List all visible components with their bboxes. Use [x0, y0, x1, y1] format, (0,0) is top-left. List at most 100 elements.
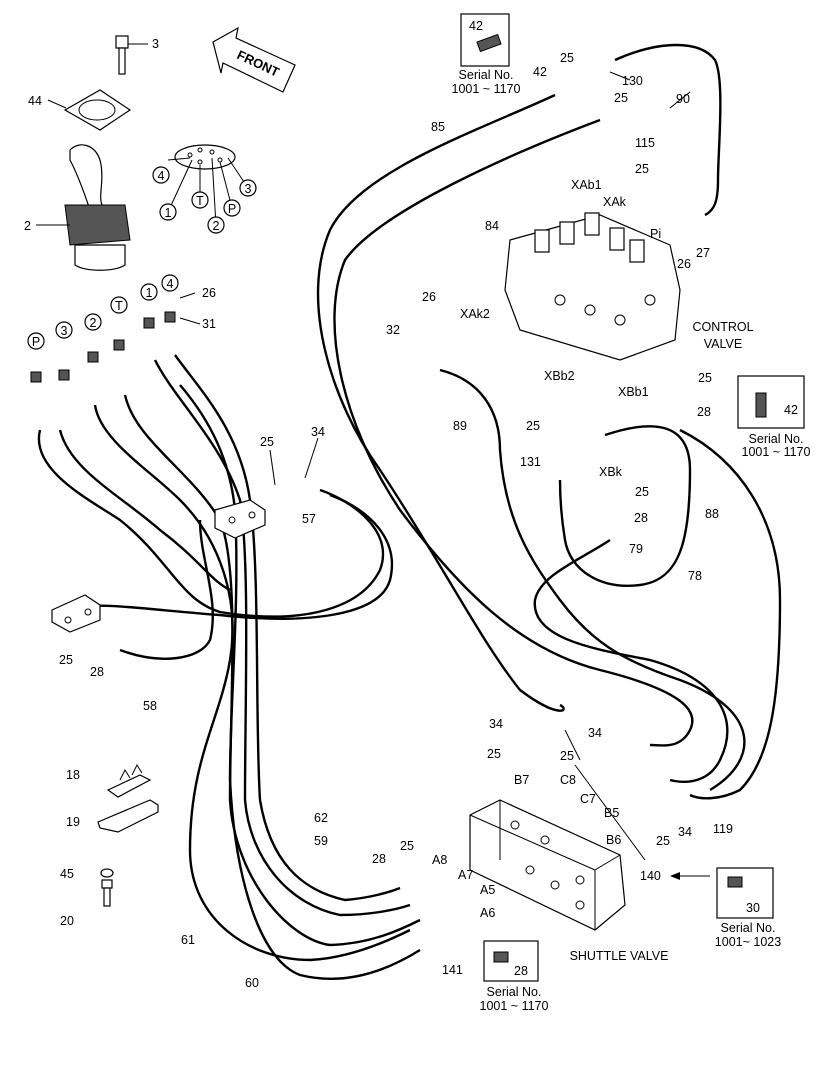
part-28-xbk: 28	[634, 511, 648, 525]
port-circle-p: P	[228, 202, 236, 216]
port-circle-t: T	[196, 194, 204, 208]
port-circle-2: 2	[213, 219, 220, 233]
port-xak2: XAk2	[460, 307, 490, 321]
joystick-outlet-fittings: P 3 2 T 1 4	[27, 274, 179, 383]
part-25-lower-left: 25	[59, 653, 73, 667]
control-valve-line1: CONTROL	[692, 320, 753, 334]
shuttle-valve-icon	[469, 799, 626, 931]
boot-plate-icon	[47, 89, 132, 131]
outlet-p: P	[32, 335, 40, 349]
serial-shuttle-part: 30	[746, 901, 760, 915]
serial-right-part: 42	[784, 403, 798, 417]
port-a5: A5	[480, 883, 495, 897]
part-25-mid: 25	[526, 419, 540, 433]
joystick-icon	[36, 144, 131, 271]
part-25-top: 25	[560, 51, 574, 65]
serial-top-line1: Serial No.	[459, 68, 514, 82]
part-19: 19	[66, 815, 80, 829]
serial-top-line2: 1001 ~ 1170	[452, 82, 521, 96]
serial-bottom-line1: Serial No.	[487, 985, 542, 999]
part-26-mid: 26	[422, 290, 436, 304]
part-61: 61	[181, 933, 195, 947]
serial-bottom-part: 28	[514, 964, 528, 978]
clamp-icon	[106, 763, 152, 798]
part-25-b6: 25	[656, 834, 670, 848]
serial-note-top: 42 Serial No. 1001 ~ 1170	[452, 13, 521, 96]
port-b7: B7	[514, 773, 529, 787]
part-25-right-low: 25	[560, 749, 574, 763]
outlet-2: 2	[90, 316, 97, 330]
port-circle-1: 1	[165, 206, 172, 220]
port-c8: C8	[560, 773, 576, 787]
part-25-mid-top: 25	[635, 162, 649, 176]
plate-port-circles: 4 1 T 2 P 3	[152, 166, 257, 234]
part-45: 45	[60, 867, 74, 881]
part-44: 44	[28, 94, 42, 108]
washer-icon	[100, 868, 114, 878]
port-xab1: XAb1	[571, 178, 602, 192]
part-119: 119	[713, 822, 733, 836]
valve-name-labels: CONTROL VALVE SHUTTLE VALVE	[570, 320, 754, 963]
junction-block-icon	[214, 499, 266, 539]
part-28-right: 28	[697, 405, 711, 419]
part-79: 79	[629, 542, 643, 556]
serial-note-shuttle: 30 Serial No. 1001~ 1023	[670, 867, 781, 949]
screw-icon	[101, 879, 113, 907]
part-58: 58	[143, 699, 157, 713]
port-pi: Pi	[650, 227, 661, 241]
part-141: 141	[442, 963, 463, 977]
part-62: 62	[314, 811, 328, 825]
part-25-right: 25	[698, 371, 712, 385]
outlet-t: T	[115, 299, 123, 313]
leader-lines	[46, 71, 691, 861]
part-28-bottom: 28	[372, 852, 386, 866]
part-25-left: 25	[260, 435, 274, 449]
control-valve-line2: VALVE	[704, 337, 742, 351]
part-57: 57	[302, 512, 316, 526]
part-78: 78	[688, 569, 702, 583]
hoses	[37, 43, 782, 981]
part-34-mid: 34	[489, 717, 503, 731]
part-28-left: 28	[90, 665, 104, 679]
front-arrow-icon: FRONT	[212, 26, 296, 93]
part-42-top: 42	[533, 65, 547, 79]
part-85: 85	[431, 120, 445, 134]
part-140: 140	[640, 869, 661, 883]
serial-right-line1: Serial No.	[749, 432, 804, 446]
part-32: 32	[386, 323, 400, 337]
outlet-3: 3	[61, 324, 68, 338]
outlet-4: 4	[167, 277, 174, 291]
part-130: 130	[622, 74, 643, 88]
part-3: 3	[152, 37, 159, 51]
port-xbk: XBk	[599, 465, 623, 479]
control-valve-icon	[504, 212, 681, 361]
part-20: 20	[60, 914, 74, 928]
bolt-icon	[115, 35, 148, 75]
part-88: 88	[705, 507, 719, 521]
part-84: 84	[485, 219, 499, 233]
part-number-labels: 3 44 2 26 31 25 34 57 25 28 58 18 19 45 …	[24, 37, 733, 990]
serial-shuttle-line2: 1001~ 1023	[715, 935, 781, 949]
port-a8: A8	[432, 853, 447, 867]
serial-right-line2: 1001 ~ 1170	[742, 445, 811, 459]
serial-top-part: 42	[469, 19, 483, 33]
serial-bottom-line2: 1001 ~ 1170	[480, 999, 549, 1013]
serial-note-right: 42 Serial No. 1001 ~ 1170	[737, 375, 811, 459]
part-60: 60	[245, 976, 259, 990]
port-c7: C7	[580, 792, 596, 806]
part-59: 59	[314, 834, 328, 848]
part-34-left: 34	[311, 425, 325, 439]
part-89: 89	[453, 419, 467, 433]
part-115: 115	[635, 136, 655, 150]
part-18: 18	[66, 768, 80, 782]
part-25-xbk: 25	[635, 485, 649, 499]
port-plate-icon	[167, 144, 249, 226]
shuttle-valve-label: SHUTTLE VALVE	[570, 949, 669, 963]
part-2: 2	[24, 219, 31, 233]
part-34-right-low: 34	[678, 825, 692, 839]
port-b6: B6	[606, 833, 621, 847]
part-31: 31	[202, 317, 216, 331]
part-26-right: 26	[677, 257, 691, 271]
part-34-right: 34	[588, 726, 602, 740]
